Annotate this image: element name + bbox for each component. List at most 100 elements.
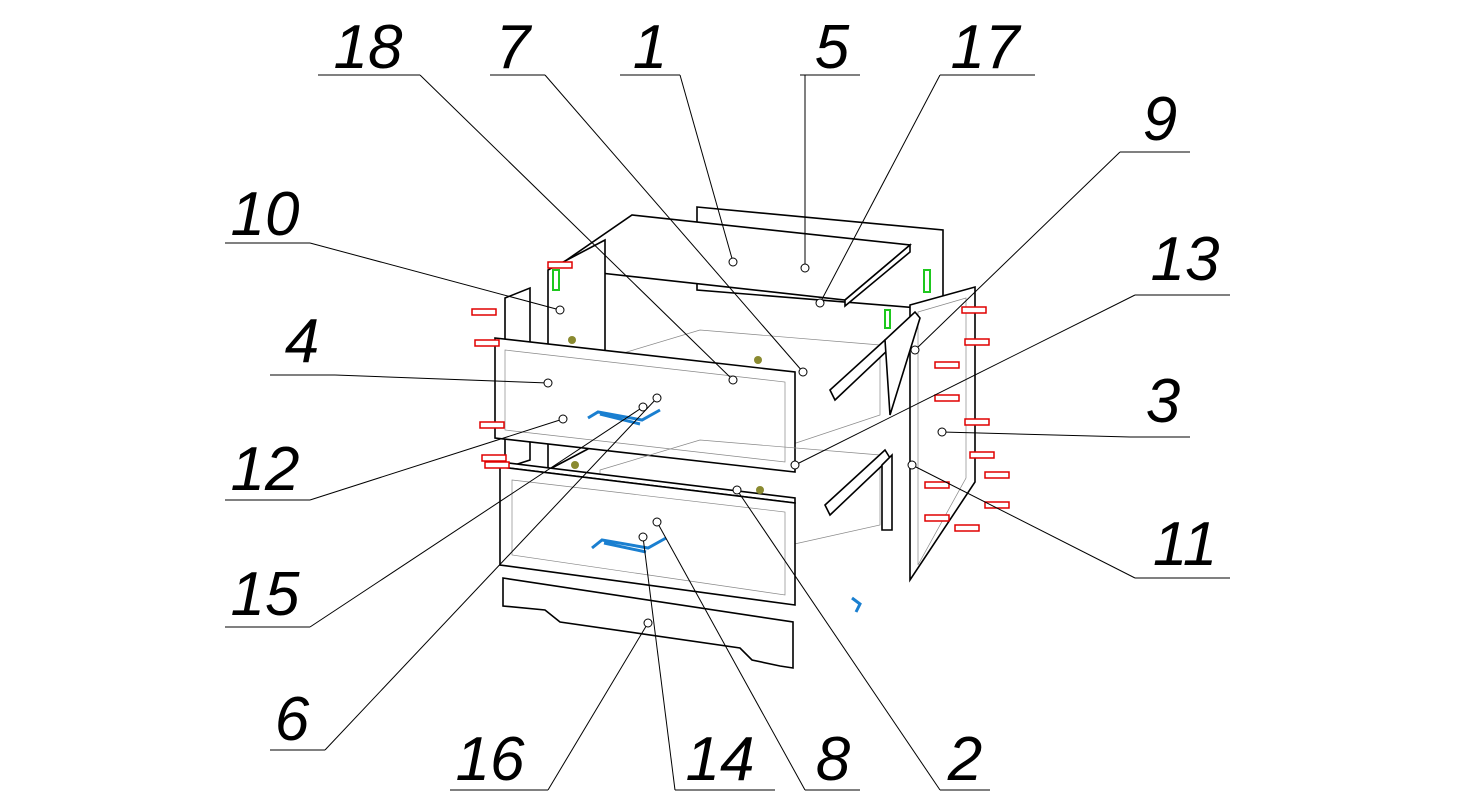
callout-number: 12	[231, 435, 300, 504]
callout-number: 8	[816, 725, 851, 794]
top-panel-edge	[844, 243, 911, 308]
part-marker	[652, 393, 662, 403]
callout-number: 10	[231, 180, 300, 249]
leader-line	[334, 374, 549, 384]
cam-fitting	[969, 451, 995, 459]
callout-9: 9	[910, 85, 1190, 355]
cam-fitting	[964, 418, 990, 426]
callout-14: 14	[638, 532, 775, 794]
callout-number: 18	[334, 13, 403, 82]
cam-fitting	[481, 454, 507, 462]
leader-line	[794, 294, 1136, 466]
upper-handle	[587, 408, 661, 426]
cam-fitting	[484, 461, 510, 469]
cam-fitting	[474, 339, 500, 347]
part-marker	[638, 532, 648, 542]
callout-12: 12	[225, 414, 568, 504]
loose-handle-part	[851, 596, 862, 613]
callout-number: 17	[951, 13, 1022, 82]
upper-drawer-side	[829, 338, 892, 402]
callout-4: 4	[270, 307, 553, 388]
leader-line	[642, 536, 676, 791]
dowel	[756, 486, 764, 494]
callout-number: 13	[1151, 225, 1220, 294]
callout-number: 1	[633, 13, 667, 82]
callout-number: 5	[815, 13, 850, 82]
hinge	[552, 269, 931, 329]
callout-number: 9	[1143, 85, 1177, 154]
leader-line	[941, 431, 1131, 438]
right-rail-lower	[881, 453, 893, 531]
cam-fitting	[924, 481, 950, 489]
leader-line	[419, 74, 734, 381]
lower-drawer-front-inner	[511, 479, 786, 596]
callout-number: 2	[947, 725, 982, 794]
part-marker	[910, 345, 920, 355]
callout-16: 16	[450, 618, 653, 794]
leader-line	[736, 489, 941, 791]
callout-number: 14	[686, 725, 755, 794]
part-marker	[652, 517, 662, 527]
callout-number: 3	[1146, 367, 1180, 436]
callout-5: 5	[800, 13, 860, 273]
part-marker	[555, 305, 565, 315]
leader-line	[324, 397, 658, 751]
callout-15: 15	[225, 402, 648, 629]
part-marker	[643, 618, 653, 628]
leader-line	[309, 418, 564, 501]
leader-line	[656, 521, 806, 791]
callout-6: 6	[270, 393, 662, 754]
cam-fitting	[984, 501, 1010, 509]
part-marker	[798, 367, 808, 377]
callout-number: 6	[275, 685, 310, 754]
part-marker	[638, 402, 648, 412]
callout-17: 17	[815, 13, 1035, 308]
callout-number: 7	[496, 13, 533, 82]
part-marker	[732, 485, 742, 495]
part-marker	[543, 378, 553, 388]
callout-7: 7	[490, 13, 808, 377]
callout-number: 16	[456, 725, 525, 794]
dowel	[571, 461, 579, 469]
cam-fitting	[984, 471, 1010, 479]
cam-fitting	[961, 306, 987, 314]
callout-3: 3	[937, 367, 1190, 438]
part-marker	[907, 460, 917, 470]
furniture-exploded-view	[471, 206, 1010, 669]
callout-2: 2	[732, 485, 990, 794]
part-marker	[728, 257, 738, 267]
part-marker	[815, 298, 825, 308]
callout-8: 8	[652, 517, 860, 794]
cam-fitting	[934, 361, 960, 369]
callout-13: 13	[790, 225, 1230, 470]
part-marker	[800, 263, 810, 273]
leader-line	[309, 242, 561, 311]
upper-drawer-front-inner	[504, 349, 786, 463]
cam-fitting	[964, 338, 990, 346]
leader-line	[911, 464, 1136, 579]
part-marker	[937, 427, 947, 437]
cam-fitting	[547, 261, 573, 269]
part-marker	[790, 460, 800, 470]
cam-fitting	[479, 421, 505, 429]
callout-11: 11	[907, 460, 1230, 579]
leader-line	[544, 74, 804, 373]
leader-line	[819, 74, 941, 304]
leader-line	[309, 406, 644, 628]
dowel	[754, 356, 762, 364]
cam-fitting	[934, 394, 960, 402]
lower-handle	[591, 536, 667, 554]
callout-1: 1	[620, 13, 738, 267]
cam-fitting	[924, 514, 950, 522]
callout-number: 4	[285, 307, 319, 376]
right-rail	[884, 310, 921, 416]
callout-18: 18	[318, 13, 738, 385]
leader-line	[547, 622, 649, 791]
part-marker	[558, 414, 568, 424]
callout-number: 11	[1153, 510, 1217, 579]
red-fittings	[471, 261, 1010, 532]
cam-fitting	[471, 308, 497, 316]
